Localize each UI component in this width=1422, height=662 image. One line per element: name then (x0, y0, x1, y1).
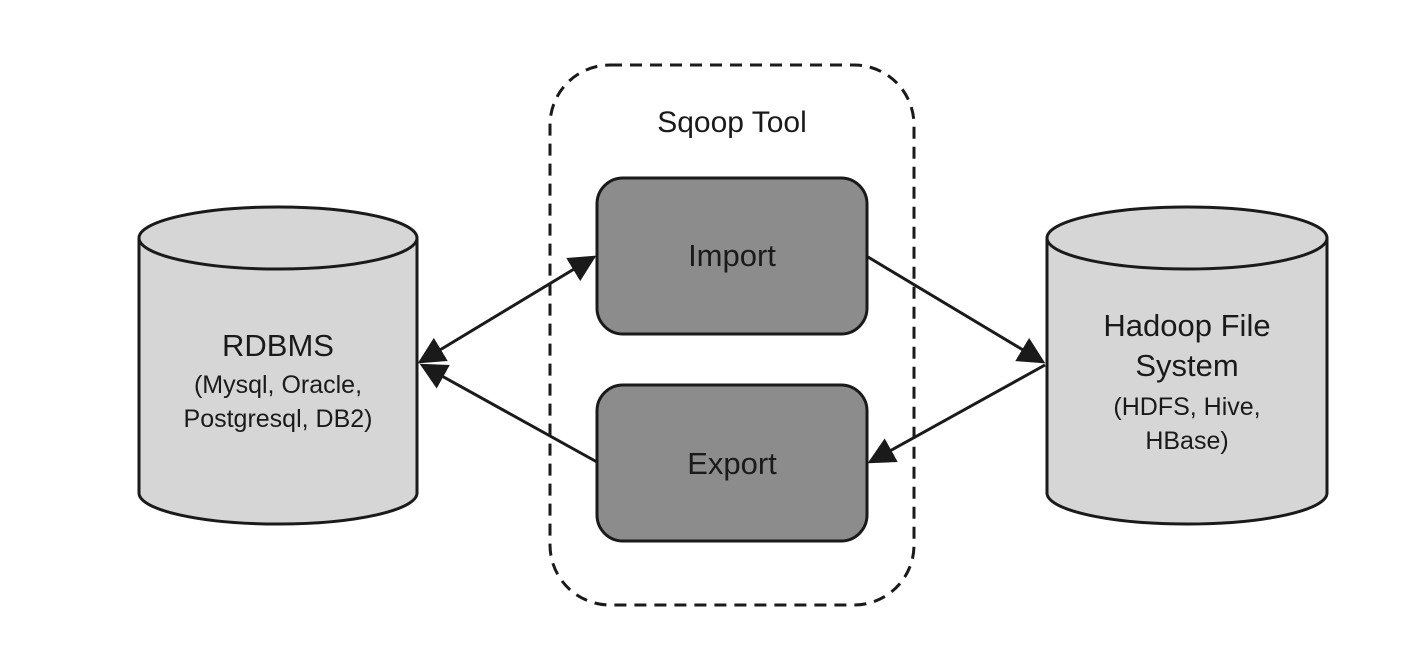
rdbms-cylinder-body (137, 238, 419, 526)
export-label: Export (687, 446, 777, 481)
arrow-hadoop-to-export (867, 363, 1046, 464)
hadoop-title-line-2: System (1135, 348, 1238, 383)
arrow-rdbms-to-import (417, 255, 597, 364)
rdbms-cylinder-top (137, 205, 419, 271)
import-label: Import (688, 238, 776, 273)
hadoop-detail-line-2: HBase) (1145, 427, 1228, 455)
import-box-shape (595, 176, 869, 336)
hadoop-cylinder-body (1045, 238, 1329, 526)
hadoop-cylinder[interactable]: Hadoop File System (HDFS, Hive, HBase) (1045, 205, 1329, 526)
export-box[interactable]: Export (595, 383, 869, 543)
arrow-export-to-rdbms (419, 363, 598, 464)
rdbms-detail-line-2: Postgresql, DB2) (184, 405, 373, 433)
rdbms-cylinder[interactable]: RDBMS (Mysql, Oracle, Postgresql, DB2) (137, 205, 419, 526)
sqoop-tool-title: Sqoop Tool (657, 106, 807, 139)
hadoop-title-line-1: Hadoop File (1103, 308, 1270, 343)
hadoop-cylinder-top (1045, 205, 1329, 271)
hadoop-detail-line-1: (HDFS, Hive, (1113, 393, 1260, 421)
rdbms-title: RDBMS (222, 328, 334, 363)
export-box-shape (595, 383, 869, 543)
import-box[interactable]: Import (595, 176, 869, 336)
rdbms-detail-line-1: (Mysql, Oracle, (194, 371, 362, 399)
arrow-import-to-hadoop (867, 255, 1046, 364)
